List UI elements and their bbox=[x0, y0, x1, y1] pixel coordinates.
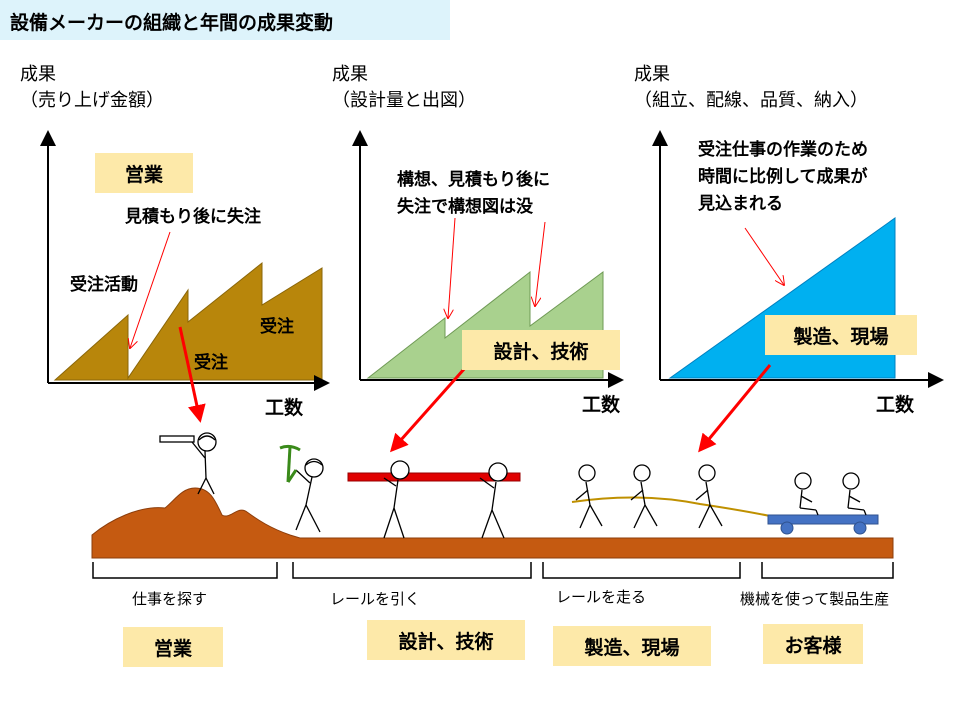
rope-puller-2 bbox=[630, 464, 658, 529]
sales-to-scene-arrow bbox=[178, 326, 206, 423]
design-y-label-line1: 成果 bbox=[332, 64, 368, 85]
customer-figure-2 bbox=[842, 472, 867, 516]
segment-label-run: レールを走る bbox=[556, 588, 647, 606]
production-note: 受注仕事の作業のため 時間に比例して成果が 見込まれる bbox=[698, 137, 868, 218]
production-callout: 製造、現場 bbox=[765, 315, 917, 355]
role-box-sales: 営業 bbox=[123, 627, 223, 667]
production-y-label-line2: （組立、配線、品質、納入） bbox=[634, 90, 868, 111]
segment-label-customer: 機械を使って製品生産 bbox=[740, 590, 890, 608]
production-y-label: 成果 （組立、配線、品質、納入） bbox=[634, 62, 868, 114]
red-rail bbox=[347, 472, 521, 482]
sales-note-estimate: 見積もり後に失注 bbox=[125, 207, 261, 227]
customer-cart bbox=[767, 514, 879, 535]
sales-callout: 営業 bbox=[95, 153, 193, 193]
production-note-line2: 時間に比例して成果が bbox=[698, 167, 868, 187]
sales-y-label-line1: 成果 bbox=[20, 64, 56, 85]
production-note-line1: 受注仕事の作業のため bbox=[698, 140, 868, 160]
design-callout: 設計、技術 bbox=[462, 330, 620, 370]
segment-label-rail: レールを引く bbox=[330, 590, 421, 608]
bracket-customer bbox=[761, 562, 894, 579]
design-y-label: 成果 （設計量と出図） bbox=[332, 62, 476, 114]
rope-puller-3 bbox=[695, 464, 723, 529]
production-x-label: 工数 bbox=[876, 394, 915, 416]
bracket-rail bbox=[292, 562, 532, 579]
rope-puller-1 bbox=[575, 464, 603, 529]
role-box-production: 製造、現場 bbox=[553, 626, 711, 666]
rail-carrier-1 bbox=[383, 460, 410, 539]
design-note-pointer-2 bbox=[535, 221, 546, 306]
production-y-label-line1: 成果 bbox=[634, 64, 670, 85]
design-note-pointer-1 bbox=[448, 217, 456, 318]
sales-note-activity: 受注活動 bbox=[70, 275, 138, 295]
bracket-run bbox=[542, 562, 741, 579]
sales-note-pointer bbox=[130, 231, 171, 348]
role-box-design: 設計、技術 bbox=[367, 620, 525, 660]
design-y-label-line2: （設計量と出図） bbox=[332, 90, 476, 111]
sales-chart bbox=[40, 130, 330, 391]
rail-carrier-2 bbox=[479, 462, 508, 539]
design-note-line2: 失注で構想図は没 bbox=[397, 197, 533, 217]
production-note-pointer bbox=[744, 227, 784, 285]
explorer-figure bbox=[159, 432, 217, 495]
page-title: 設備メーカーの組織と年間の成果変動 bbox=[10, 12, 334, 34]
ground-terrain bbox=[91, 487, 894, 559]
sales-y-label-line2: （売り上げ金額） bbox=[20, 90, 164, 111]
production-to-scene-arrow bbox=[698, 364, 772, 453]
design-note-line1: 構想、見積もり後に bbox=[397, 170, 550, 190]
design-to-scene-arrow bbox=[390, 367, 467, 453]
segment-label-search: 仕事を探す bbox=[132, 590, 208, 608]
role-box-customer: お客様 bbox=[763, 624, 863, 664]
sales-x-label: 工数 bbox=[265, 397, 304, 419]
design-x-label: 工数 bbox=[582, 394, 621, 416]
sales-order-label-2: 受注 bbox=[194, 353, 228, 373]
pull-rope bbox=[571, 496, 771, 517]
production-note-line3: 見込まれる bbox=[698, 194, 783, 214]
title-banner: 設備メーカーの組織と年間の成果変動 bbox=[0, 0, 450, 40]
sales-y-label: 成果 （売り上げ金額） bbox=[20, 62, 164, 114]
digger-figure bbox=[279, 444, 324, 533]
customer-figure-1 bbox=[794, 472, 819, 516]
bracket-search bbox=[92, 562, 278, 579]
design-note: 構想、見積もり後に 失注で構想図は没 bbox=[397, 167, 550, 221]
sales-order-label-1: 受注 bbox=[260, 317, 294, 337]
